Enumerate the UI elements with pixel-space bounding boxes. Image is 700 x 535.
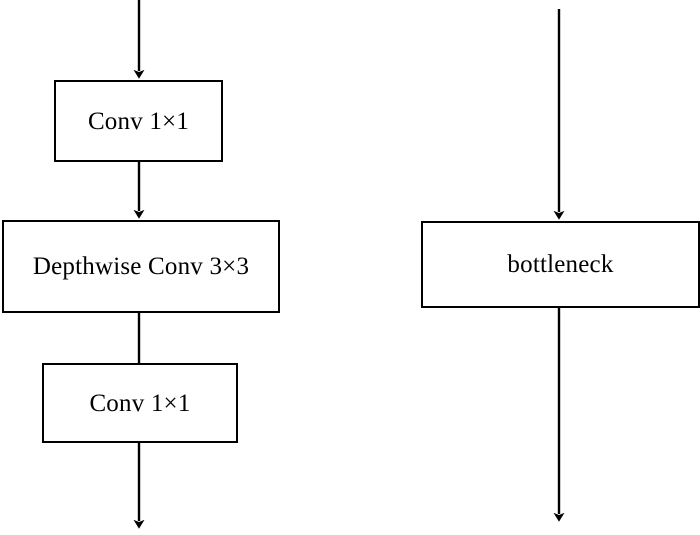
node-label-conv-1x1-bottom: Conv 1×1 [89, 389, 191, 417]
node-conv-1x1-top: Conv 1×1 [54, 80, 223, 162]
node-label-depthwise-conv-3x3: Depthwise Conv 3×3 [32, 253, 250, 280]
node-label-bottleneck: bottleneck [507, 251, 614, 278]
node-label-conv-1x1-top: Conv 1×1 [87, 107, 190, 135]
node-depthwise-conv-3x3: Depthwise Conv 3×3 [2, 220, 280, 313]
node-conv-1x1-bottom: Conv 1×1 [42, 363, 238, 443]
node-bottleneck: bottleneck [421, 221, 700, 308]
